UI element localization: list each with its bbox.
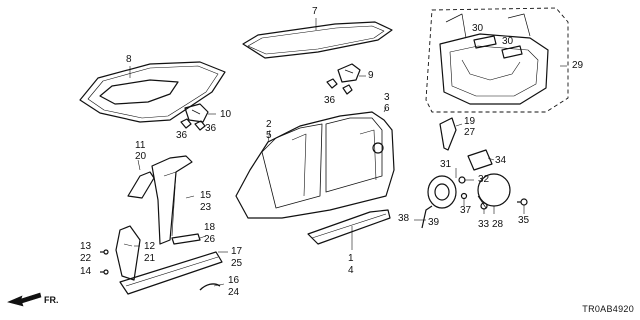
callout-39: 39	[428, 217, 440, 228]
callout-12: 12	[144, 241, 156, 252]
callout-7: 7	[312, 6, 318, 17]
roof-panel	[242, 21, 393, 59]
callout-38: 38	[398, 213, 410, 224]
front-direction-arrow-icon	[7, 292, 42, 307]
callout-29: 29	[572, 60, 584, 71]
callout-20: 20	[135, 151, 147, 162]
callout-23: 23	[200, 202, 212, 213]
callout-21: 21	[144, 253, 156, 264]
roof-bracket-front	[184, 103, 209, 123]
bracket-34	[467, 149, 493, 171]
callout-37: 37	[460, 205, 472, 216]
callout-24: 24	[228, 287, 240, 298]
side-sill-outer	[307, 209, 391, 245]
sunroof-roof-panel	[79, 61, 226, 123]
seal-16	[199, 283, 221, 291]
callout-11: 11	[135, 140, 146, 151]
clip-36	[180, 78, 353, 131]
callout-36: 36	[205, 123, 217, 134]
pillar-inner	[151, 155, 193, 245]
callout-35: 35	[518, 215, 530, 226]
callout-10: 10	[220, 109, 232, 120]
callout-1: 1	[348, 253, 354, 264]
wheelhouse-bracket	[439, 117, 457, 151]
fuel-filler-housing	[427, 175, 457, 209]
callout-19: 19	[464, 116, 476, 127]
roof-bracket-rear	[337, 63, 361, 83]
direction-label: FR.	[44, 295, 59, 305]
side-sill-inner	[119, 251, 223, 295]
pillar-lower	[115, 225, 141, 281]
callout-30: 30	[502, 36, 514, 47]
callout-9: 9	[368, 70, 374, 81]
body-side-outer-panel	[235, 111, 395, 219]
callout-32: 32	[478, 174, 490, 185]
bolt-14	[100, 269, 109, 275]
callout-34: 34	[495, 155, 507, 166]
callout-13: 13	[80, 241, 92, 252]
callout-3: 3	[384, 92, 390, 103]
bolt-35	[517, 198, 528, 206]
diagram-code: TR0AB4920	[582, 304, 634, 314]
callout-4: 4	[348, 265, 354, 276]
callout-5: 5	[266, 130, 272, 141]
callout-18: 18	[204, 222, 216, 233]
callout-33: 33	[478, 219, 490, 230]
callout-14: 14	[80, 266, 92, 277]
leader-lines	[129, 18, 567, 287]
callout-36: 36	[324, 95, 336, 106]
callout-16: 16	[228, 275, 240, 286]
callout-25: 25	[231, 258, 243, 269]
callout-27: 27	[464, 127, 476, 138]
callout-31: 31	[440, 159, 452, 170]
callout-17: 17	[231, 246, 243, 257]
bolt-13	[100, 249, 109, 255]
callout-36: 36	[176, 130, 188, 141]
screw-37	[460, 192, 468, 200]
callout-15: 15	[200, 190, 212, 201]
callout-22: 22	[80, 253, 92, 264]
drain-hose	[421, 205, 433, 229]
callout-6: 6	[384, 103, 390, 114]
callout-8: 8	[126, 54, 132, 65]
rear-panel-assembly	[425, 7, 569, 113]
sill-reinforcement	[171, 233, 201, 245]
front-pillar-trim	[127, 171, 155, 199]
callout-2: 2	[266, 119, 272, 130]
callout-28: 28	[492, 219, 504, 230]
callout-26: 26	[204, 234, 216, 245]
callout-30: 30	[472, 23, 484, 34]
